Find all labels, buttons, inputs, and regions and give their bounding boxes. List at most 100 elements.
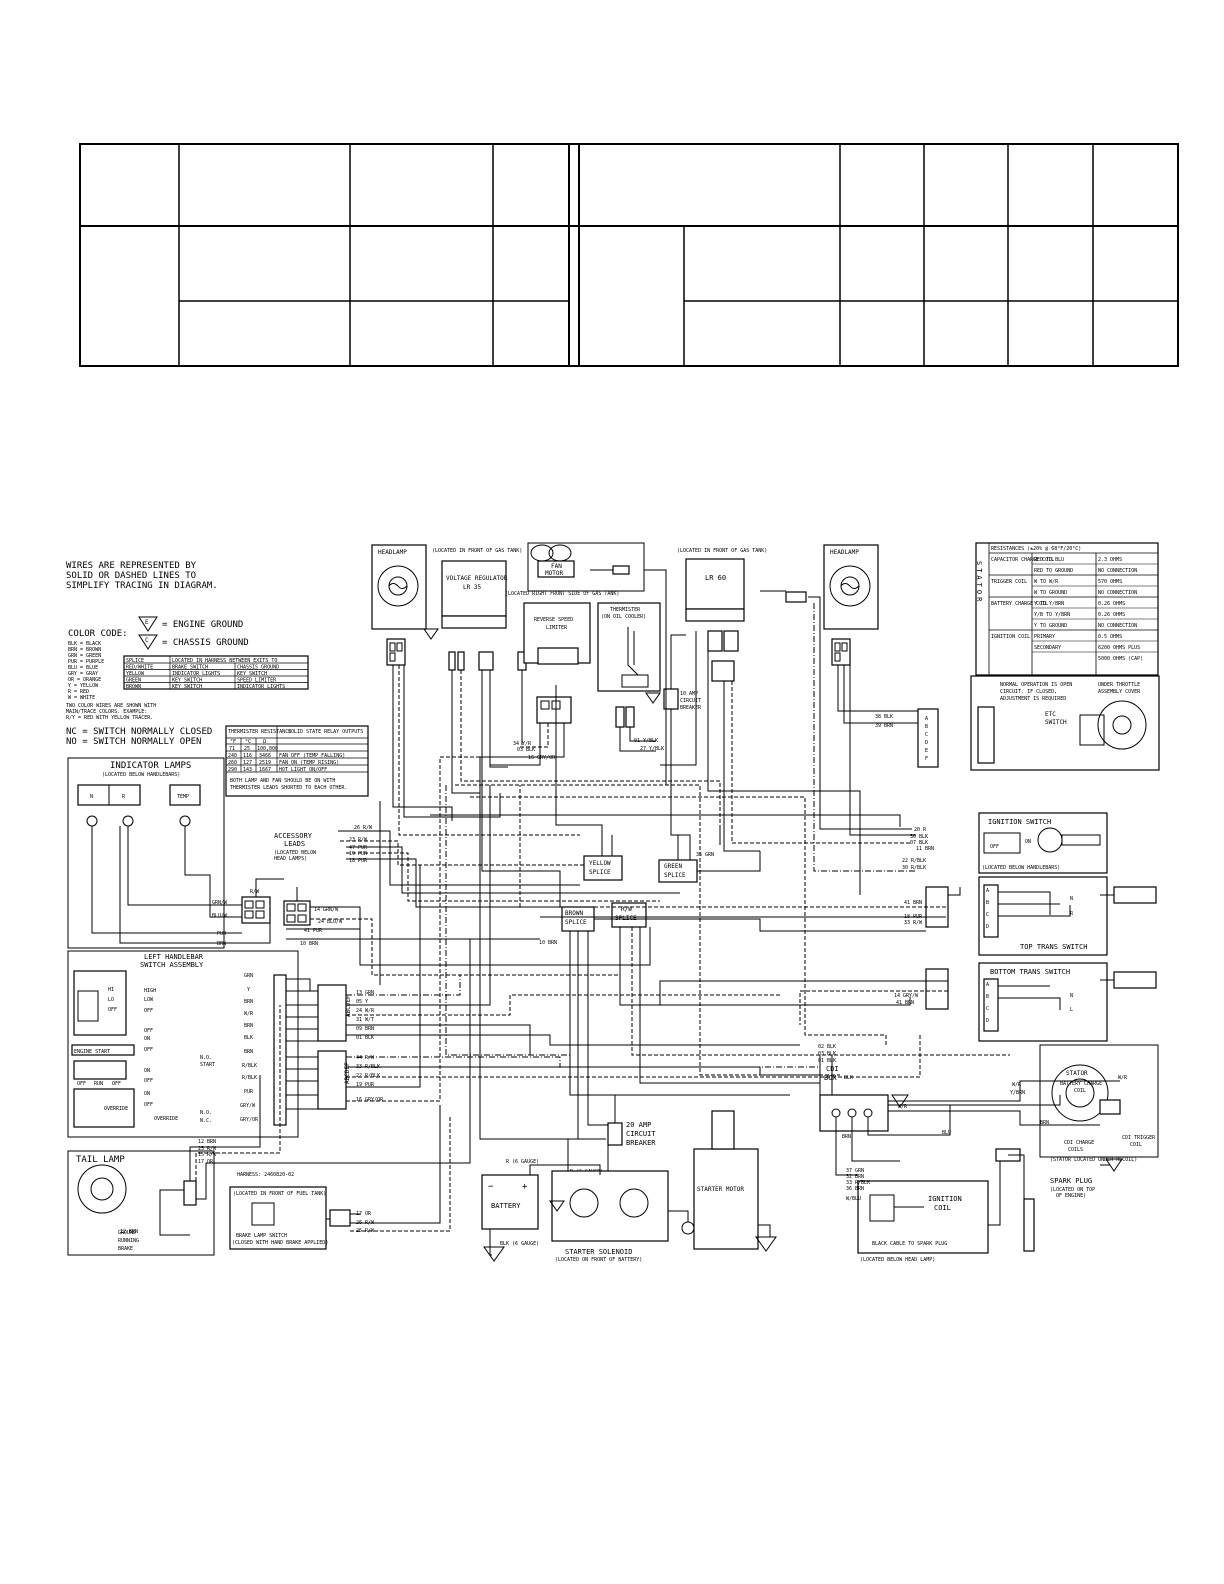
therm-h1: THERMISTER RESISTANCE xyxy=(228,729,291,735)
svg-text:BREAKER: BREAKER xyxy=(626,1139,656,1147)
svg-text:100,000: 100,000 xyxy=(257,746,278,752)
svg-text:CDI TRIGGER: CDI TRIGGER xyxy=(1122,1135,1156,1141)
svg-text:N: N xyxy=(1070,993,1073,999)
svg-text:15 R/W: 15 R/W xyxy=(198,1152,217,1158)
spark-plug: SPARK PLUG (LOCATED ON TOP OF ENGINE) xyxy=(995,1148,1095,1252)
svg-text:OF ENGINE): OF ENGINE) xyxy=(1056,1193,1086,1199)
svg-text:W TO GROUND: W TO GROUND xyxy=(1034,590,1067,596)
svg-text:(LOCATED BELOW: (LOCATED BELOW xyxy=(274,850,317,856)
wire-07: 07 BLK xyxy=(910,840,928,846)
svg-text:D: D xyxy=(986,1018,989,1024)
wires-note-1: WIRES ARE REPRESENTED BY xyxy=(66,561,197,571)
svg-text:0.5 OHMS: 0.5 OHMS xyxy=(1098,634,1122,640)
svg-text:A: A xyxy=(986,982,989,988)
svg-text:ON: ON xyxy=(1025,839,1031,845)
svg-text:BRN: BRN xyxy=(244,1023,253,1029)
svg-text:OFF: OFF xyxy=(108,1007,117,1013)
brake-lamp-switch: (LOCATED IN FRONT OF FUEL TANK) BRAKE LA… xyxy=(229,1186,351,1250)
wire-38: 38 BLK xyxy=(875,714,893,720)
svg-text:RED/WHITE: RED/WHITE xyxy=(126,665,153,671)
svg-text:Y TO Y/BRN: Y TO Y/BRN xyxy=(1034,601,1064,607)
svg-text:COIL: COIL xyxy=(1074,1088,1086,1094)
svg-text:Y: Y xyxy=(247,987,250,993)
svg-text:BREAKER: BREAKER xyxy=(680,705,702,711)
svg-text:OFF: OFF xyxy=(144,1028,153,1034)
svg-text:C: C xyxy=(986,912,989,918)
svg-text:2.3 OHMS: 2.3 OHMS xyxy=(1098,557,1122,563)
svg-text:PRIMARY: PRIMARY xyxy=(1034,634,1055,640)
ind-wire-grnw: GRN/W xyxy=(212,900,228,906)
header-table xyxy=(79,143,1179,367)
svg-text:1667: 1667 xyxy=(259,767,271,773)
splice-h1: SPLICE xyxy=(126,658,144,664)
svg-text:L: L xyxy=(1070,1007,1073,1013)
svg-text:03 BLK: 03 BLK xyxy=(818,1051,836,1057)
svg-text:CAPACITOR CHARGE COIL: CAPACITOR CHARGE COIL xyxy=(991,557,1054,563)
cdi-wire-labels: W/R Y/BRN BLK W/R BRN BLU BRN xyxy=(842,1075,1049,1140)
svg-text:IGNITION: IGNITION xyxy=(928,1195,962,1203)
wires-note-3: SIMPLIFY TRACING IN DIAGRAM. xyxy=(66,581,218,591)
chassis-ground-label: = CHASSIS GROUND xyxy=(162,638,249,648)
wire-26: 26 R/W xyxy=(354,825,373,831)
wire-10: 10 BRN xyxy=(300,941,318,947)
svg-text:LEFT HANDLEBAR: LEFT HANDLEBAR xyxy=(144,953,204,961)
svg-text:C: C xyxy=(986,1006,989,1012)
wire-24: 24 BLU/W xyxy=(318,919,343,925)
wire-34: 34 Y/R xyxy=(513,741,532,747)
svg-text:LOW: LOW xyxy=(144,997,154,1003)
wire-36: 36 GRN xyxy=(696,852,714,858)
tail-wire-labels: 12 BRN 25 R/W 15 R/W 17 OR xyxy=(198,1139,217,1165)
svg-text:+: + xyxy=(522,1182,528,1192)
svg-text:N: N xyxy=(90,794,93,800)
wires-note-2: SOLID OR DASHED LINES TO xyxy=(66,571,196,581)
svg-text:E: E xyxy=(145,619,149,626)
abcdef-connector-2: ABCDEF xyxy=(317,1050,351,1110)
svg-text:09 BRN: 09 BRN xyxy=(356,1026,374,1032)
color-r: R = RED xyxy=(68,689,89,695)
svg-text:BRAKE LAMP SWITCH: BRAKE LAMP SWITCH xyxy=(236,1233,287,1239)
svg-text:GRN: GRN xyxy=(244,973,253,979)
cdi-in-labels: 02 BLK 03 BLK 01 BLK xyxy=(818,1044,836,1064)
conn2-wire-labels: 44 R/W 33 R/BLK 22 R/BLK 19 PUR 16 GRY/O… xyxy=(356,1055,384,1103)
svg-text:240: 240 xyxy=(228,753,237,759)
svg-text:24 W/R: 24 W/R xyxy=(356,1008,375,1014)
thermister-table: THERMISTER RESISTANCE SOLID STATE RELAY … xyxy=(225,725,369,797)
svg-text:LO: LO xyxy=(108,997,114,1003)
svg-text:REVERSE SPEED: REVERSE SPEED xyxy=(534,617,573,623)
svg-text:290: 290 xyxy=(228,767,237,773)
conn1-wire-labels: 13 GRN 05 Y 24 W/R 31 W/T 09 BRN 01 BLK xyxy=(356,990,375,1041)
svg-text:YELLOW: YELLOW xyxy=(589,860,611,867)
lr60-side-connector xyxy=(785,591,807,603)
splice-table: SPLICE LOCATED IN HARNESS BETWEEN EXITS … xyxy=(123,655,309,690)
svg-text:N: N xyxy=(1070,896,1073,902)
indicator-connector xyxy=(241,896,271,924)
svg-text:LR 35: LR 35 xyxy=(463,584,481,591)
ind-wire-pur: PUR xyxy=(217,931,227,937)
svg-text:FAN ON (TEMP RISING): FAN ON (TEMP RISING) xyxy=(279,760,339,766)
stator-resistance-table: STATOR RESISTANCES (±20% @ 68°F/20°C) CA… xyxy=(975,542,1159,676)
svg-text:570 OHMS: 570 OHMS xyxy=(1098,579,1122,585)
svg-text:NO CONNECTION: NO CONNECTION xyxy=(1098,568,1137,574)
green-splice: GREEN SPLICE xyxy=(658,859,698,883)
svg-text:ABCDEF: ABCDEF xyxy=(344,1062,351,1084)
svg-text:UNDER THROTTLE: UNDER THROTTLE xyxy=(1098,682,1140,688)
bottom-trans-connector xyxy=(925,968,949,1010)
svg-text:BRN: BRN xyxy=(842,1134,851,1140)
lr60-loc: (LOCATED IN FRONT OF GAS TANK) xyxy=(677,548,767,554)
svg-text:BRN: BRN xyxy=(244,1049,253,1055)
svg-text:SWITCH: SWITCH xyxy=(1045,719,1067,726)
svg-text:SPLICE: SPLICE xyxy=(565,919,587,926)
wire-41c: 41 BRN xyxy=(896,1000,914,1006)
svg-text:SPLICE: SPLICE xyxy=(664,872,686,879)
svg-text:COIL: COIL xyxy=(934,1204,951,1212)
wire-22: 22 R/BLK xyxy=(902,858,926,864)
wire-33: 33 R/W xyxy=(904,920,923,926)
wire-10-brn: 10 BRN xyxy=(539,940,557,946)
svg-text:BLK: BLK xyxy=(244,1035,253,1041)
svg-text:12 BRN: 12 BRN xyxy=(120,1229,138,1235)
wire-20: 20 R xyxy=(914,827,927,833)
svg-text:D: D xyxy=(986,924,989,930)
wire-30: 30 BLK xyxy=(910,834,928,840)
engine-ground-icon: E xyxy=(138,616,158,632)
svg-text:N.O.: N.O. xyxy=(200,1055,212,1061)
